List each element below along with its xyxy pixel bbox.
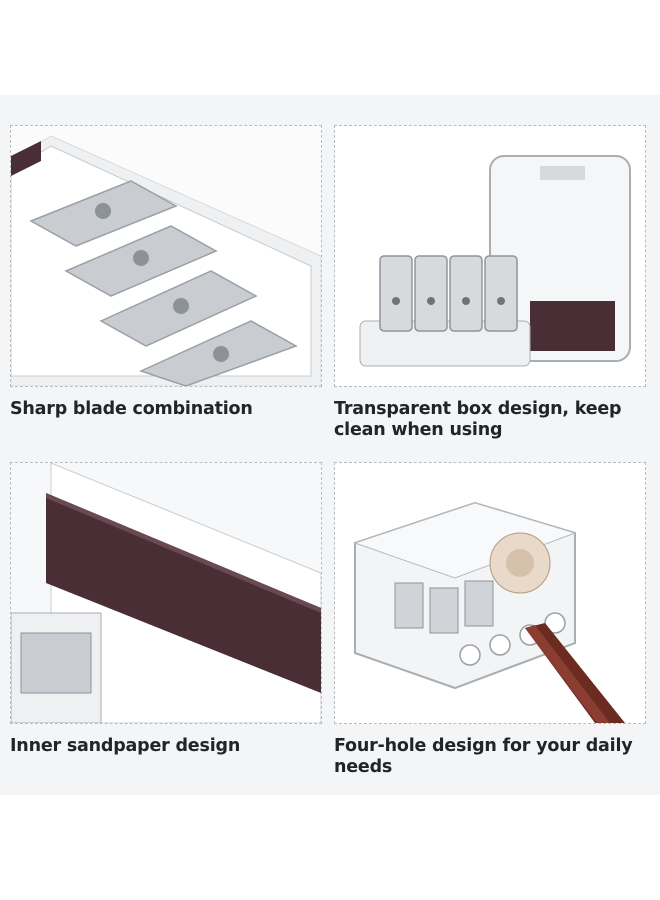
panel-inner-sandpaper: Inner sandpaper design	[10, 462, 322, 757]
panel-transparent-box: Transparent box design, keep clean when …	[334, 125, 646, 441]
caption-transparent-box: Transparent box design, keep clean when …	[334, 399, 622, 440]
photo-transparent-box	[334, 125, 646, 387]
photo-inner-sandpaper	[10, 462, 322, 724]
caption-sharp-blade: Sharp blade combination	[10, 399, 253, 419]
caption-four-hole: Four-hole design for your daily needs	[334, 736, 633, 777]
caption-inner-sandpaper: Inner sandpaper design	[10, 736, 241, 756]
photo-four-hole	[334, 462, 646, 724]
panel-four-hole: Four-hole design for your daily needs	[334, 462, 646, 778]
photo-blade-combination	[10, 125, 322, 387]
panel-sharp-blade: Sharp blade combination	[10, 125, 322, 420]
